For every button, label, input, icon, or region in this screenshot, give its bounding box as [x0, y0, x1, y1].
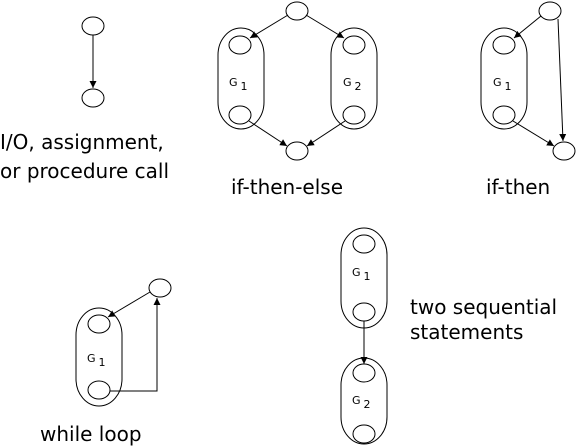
it-g1-subgraph	[480, 27, 528, 130]
ite-entry-node	[285, 1, 309, 21]
wl-edge-to-body	[107, 291, 151, 318]
sequential-caption-line2: statements	[410, 320, 523, 344]
sequential-graph	[340, 227, 388, 445]
while-loop-caption: while loop	[40, 422, 142, 446]
it-g1-top-node	[492, 35, 516, 55]
captions: I/O, assignment, or procedure call if-th…	[0, 130, 557, 446]
ite-edge-to-g1	[249, 14, 289, 39]
if-then-else-caption: if-then-else	[231, 175, 343, 199]
it-g1-bottom-node	[492, 105, 516, 125]
ite-edge-g2-to-exit	[306, 120, 346, 147]
seq-g2-top-node	[352, 363, 376, 383]
ite-g2-top-node	[342, 35, 366, 55]
wl-g1-subgraph	[75, 307, 123, 407]
it-edge-g1-to-exit	[512, 120, 555, 147]
io-node-bottom	[81, 88, 105, 108]
ite-edge-to-g2	[305, 14, 345, 39]
seq-g2-bottom-node	[352, 424, 376, 444]
io-caption-line2: or procedure call	[0, 159, 169, 183]
io-caption-line1: I/O, assignment,	[0, 130, 164, 154]
io-node-top	[81, 16, 105, 36]
sequential-caption-line1: two sequential	[410, 295, 557, 319]
seq-g1-top-node	[352, 234, 376, 254]
it-exit-node	[552, 141, 576, 161]
ite-g1-top-node	[228, 35, 252, 55]
if-then-caption: if-then	[486, 175, 550, 199]
while-loop-graph	[75, 278, 172, 407]
wl-header-node	[148, 278, 172, 298]
ite-g1-subgraph	[217, 27, 265, 130]
io-assignment-graph	[81, 16, 105, 108]
ite-exit-node	[285, 141, 309, 161]
if-then-else-graph	[217, 1, 378, 161]
wl-g1-bottom-node	[87, 380, 111, 400]
ite-g1-bottom-node	[228, 105, 252, 125]
ite-edge-g1-to-exit	[248, 120, 288, 147]
it-edge-bypass	[557, 18, 567, 142]
ite-g2-bottom-node	[342, 105, 366, 125]
ite-g2-subgraph	[330, 27, 378, 130]
it-edge-to-g1	[513, 15, 542, 39]
seq-g1-bottom-node	[352, 302, 376, 322]
wl-g1-top-node	[87, 314, 111, 334]
wl-back-edge	[110, 298, 161, 392]
it-entry-node	[538, 1, 562, 21]
if-then-graph	[480, 1, 576, 161]
